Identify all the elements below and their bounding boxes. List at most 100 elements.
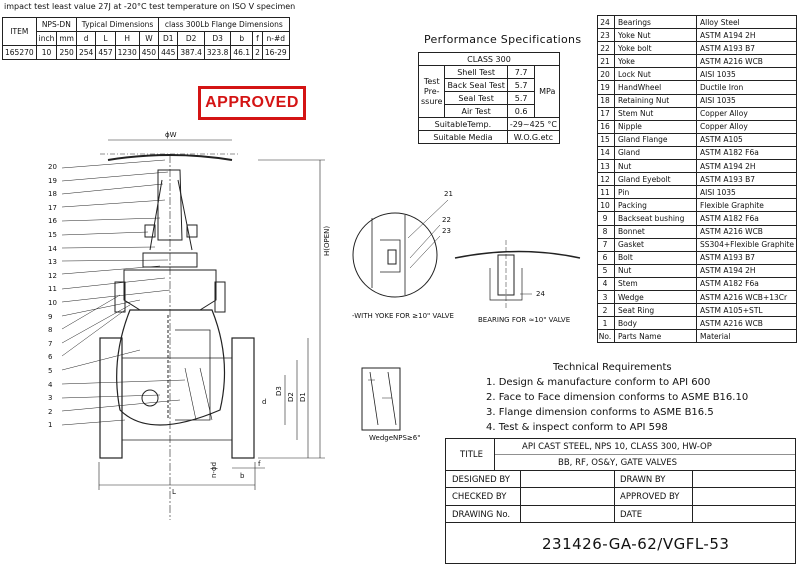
part-material: ASTM A194 2H (695, 28, 798, 43)
dims-subheader-cell: D3 (203, 31, 232, 46)
balloon-label: 2 (48, 407, 53, 416)
part-material: ASTM A182 F6a (695, 211, 798, 226)
dims-data-cell: 165270 (2, 45, 37, 60)
dim-b-label: b (240, 472, 245, 480)
balloon-label: 8 (48, 326, 53, 335)
balloon-label: 7 (48, 339, 53, 348)
bearing-caption: BEARING FOR ≈10" VALVE (478, 316, 571, 324)
dim-f-label: f (258, 460, 261, 468)
balloon-label: 19 (48, 176, 57, 185)
dims-data-cell: 16-29 (261, 45, 290, 60)
dims-data-cell: 323.8 (203, 45, 232, 60)
impact-note: impact test least value 27J at -20°C tes… (4, 2, 296, 11)
balloon-label: 5 (48, 367, 53, 375)
part-material: Alloy Steel (695, 14, 798, 30)
dim-d2-label: D2 (287, 392, 295, 402)
perf-unit: MPa (534, 65, 560, 118)
balloon-label: 12 (48, 271, 57, 280)
balloon-label: 9 (48, 312, 53, 321)
detail-label-22: 22 (442, 216, 451, 224)
detail-label-21: 21 (444, 190, 453, 198)
balloon-label: 16 (48, 217, 57, 226)
dim-nd-label: n-ϕd (210, 461, 218, 478)
balloon-label: 6 (48, 353, 53, 362)
part-material: ASTM A193 B7 (695, 172, 798, 187)
balloon-label: 11 (48, 285, 57, 294)
balloon-label: 1 (48, 421, 53, 430)
part-material: Material (695, 329, 798, 344)
dim-w-label: ϕW (165, 131, 177, 139)
detail-label-24: 24 (536, 290, 545, 298)
part-material: ASTM A193 B7 (695, 41, 798, 56)
tech-item: 3. Flange dimension conforms to ASME B16… (486, 407, 714, 418)
dims-data-cell: 450 (138, 45, 160, 60)
dims-data-cell: 46.1 (230, 45, 254, 60)
designed-by-label: DESIGNED BY (452, 475, 510, 485)
dims-data-cell: 445 (158, 45, 179, 60)
perf-row-value: 5.7 (506, 91, 536, 105)
dims-nps-header: NPS-DN (35, 17, 77, 32)
tech-item: 4. Test & inspect conform to API 598 (486, 422, 668, 433)
dimensions-table: ITEM NPS-DN Typical Dimensions class 300… (2, 17, 290, 60)
balloon-label: 3 (48, 394, 53, 403)
dim-d1-label: D1 (299, 392, 307, 402)
balloon-label: 20 (48, 163, 57, 171)
dim-d3-label: D3 (275, 386, 283, 396)
balloon-label: 13 (48, 258, 57, 267)
drawing-no-label: DRAWING No. (452, 510, 511, 520)
part-name: Yoke Nut (614, 28, 697, 43)
drawing-number: 231426-GA-62/VGFL-53 (542, 535, 730, 553)
title-line-2: BB, RF, OS&Y, GATE VALVES (558, 458, 678, 468)
dim-h-label: H(OPEN) (323, 225, 331, 256)
technical-requirements: Technical Requirements 1. Design & manuf… (486, 360, 748, 435)
date-label: DATE (620, 510, 643, 520)
perf-media-label: Suitable Media (418, 130, 508, 144)
yoke-caption: -WITH YOKE FOR ≥10" VALVE (352, 312, 454, 320)
tech-item: 1. Design & manufacture conform to API 6… (486, 377, 711, 388)
dims-data-cell: 10 (35, 45, 58, 60)
approved-stamp: APPROVED (198, 86, 306, 120)
performance-title: Performance Specifications (424, 33, 582, 46)
title-label: TITLE (460, 450, 483, 460)
tech-title: Technical Requirements (553, 362, 672, 373)
balloon-label: 18 (48, 190, 57, 199)
tech-item: 2. Face to Face dimension conforms to AS… (486, 392, 749, 403)
perf-media-value: W.O.G.etc (506, 130, 561, 144)
dim-l-label: L (172, 488, 176, 496)
balloon-label: 4 (48, 380, 53, 389)
approved-by-label: APPROVED BY (620, 492, 680, 502)
performance-table: CLASS 300 Test Pre- ssure Shell Test 7.7… (417, 52, 561, 144)
dim-d-label: d (262, 398, 267, 406)
drawn-by-label: DRAWN BY (620, 475, 666, 485)
part-number: 23 (597, 28, 615, 43)
title-line-1: API CAST STEEL, NPS 10, CLASS 300, HW-OP (522, 442, 712, 452)
dims-data-cell: 457 (95, 45, 116, 60)
balloon-label: 14 (48, 244, 57, 253)
balloon-label: 10 (48, 299, 57, 307)
wedge-caption: WedgeNPS≥6" (369, 434, 421, 442)
dims-subheader-cell: L (95, 31, 116, 46)
balloon-label: 15 (48, 231, 57, 239)
detail-label-23: 23 (442, 227, 451, 235)
balloon-label: 17 (48, 203, 57, 212)
